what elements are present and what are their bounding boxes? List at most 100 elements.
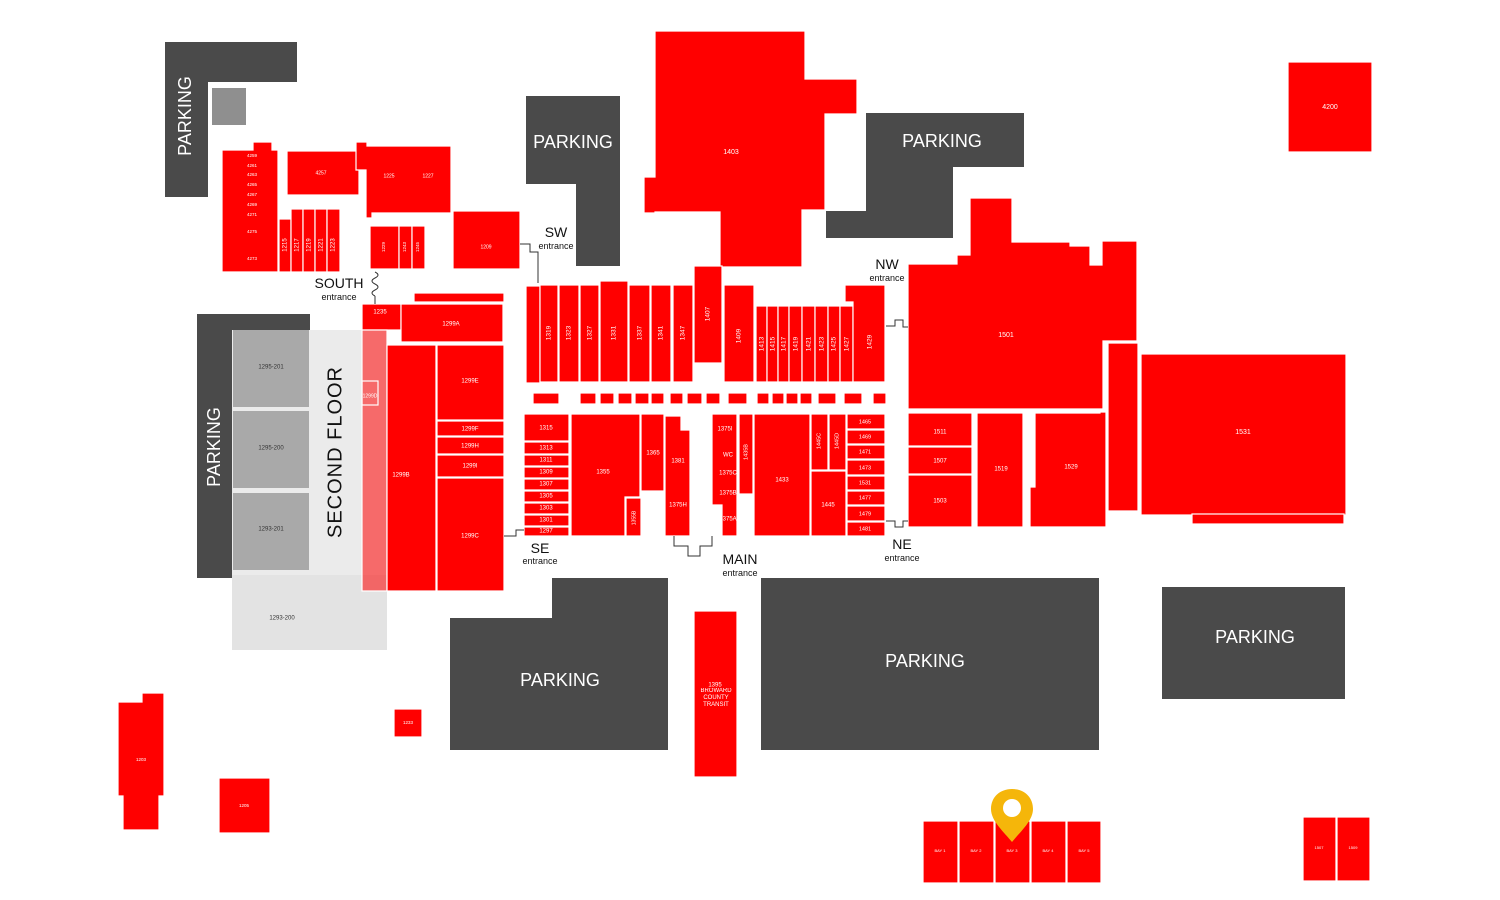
- unit-1471[interactable]: [846, 444, 886, 460]
- unit-second-floor-column[interactable]: [361, 329, 388, 592]
- kiosk[interactable]: [617, 392, 633, 405]
- unit-1501[interactable]: [907, 197, 1138, 410]
- unit-1245[interactable]: [411, 225, 426, 270]
- unit-1205[interactable]: [218, 777, 271, 834]
- unit-1299F[interactable]: [436, 420, 505, 437]
- unit-1299D[interactable]: [361, 380, 379, 406]
- unit-1503[interactable]: [907, 474, 973, 528]
- unit-4200[interactable]: [1287, 61, 1373, 153]
- kiosk[interactable]: [599, 392, 615, 405]
- unit-1507-outparcel[interactable]: [1302, 816, 1337, 882]
- unit-1355[interactable]: [570, 413, 641, 537]
- parking-lot-main[interactable]: [761, 578, 1099, 750]
- unit-1303[interactable]: [523, 502, 570, 515]
- unit-1509-outparcel[interactable]: [1336, 816, 1371, 882]
- kiosk[interactable]: [634, 392, 650, 405]
- unit-1429[interactable]: [844, 284, 886, 383]
- unit-1295-200[interactable]: [233, 411, 309, 488]
- unit-1299A[interactable]: [400, 303, 504, 343]
- parking-lot-sw-entrance[interactable]: [526, 96, 620, 266]
- unit-1375I-1375A[interactable]: [711, 413, 738, 537]
- unit-1477[interactable]: [846, 490, 886, 506]
- kiosk[interactable]: [686, 392, 703, 405]
- unit-1355B[interactable]: [625, 497, 642, 537]
- unit-1331[interactable]: [599, 280, 629, 383]
- unit-1309[interactable]: [523, 466, 570, 479]
- unit-1233[interactable]: [393, 708, 423, 738]
- unit-1337[interactable]: [628, 284, 651, 383]
- kiosk-row[interactable]: [532, 392, 560, 405]
- kiosk[interactable]: [771, 392, 785, 405]
- unit-1299I[interactable]: [436, 454, 505, 478]
- unit-1297[interactable]: [523, 526, 570, 537]
- parking-lot-east[interactable]: [1162, 587, 1345, 699]
- unit-1225-1227[interactable]: [355, 141, 452, 219]
- kiosk[interactable]: [579, 392, 597, 405]
- unit-1507[interactable]: [907, 446, 973, 475]
- location-pin-icon[interactable]: [991, 789, 1033, 842]
- unit-small-row[interactable]: [413, 292, 505, 303]
- kiosk[interactable]: [669, 392, 684, 405]
- unit-1403[interactable]: [643, 30, 858, 268]
- unit-1465[interactable]: [846, 413, 886, 430]
- unit-block-4259-4273[interactable]: [221, 141, 279, 273]
- unit-1381-1375H[interactable]: [664, 415, 691, 537]
- kiosk[interactable]: [705, 392, 721, 405]
- unit-1395[interactable]: [693, 610, 738, 778]
- unit-1407[interactable]: [693, 265, 723, 364]
- unit-1347[interactable]: [672, 284, 694, 383]
- kiosk[interactable]: [756, 392, 770, 405]
- unit-1341[interactable]: [650, 284, 672, 383]
- unit-1299B[interactable]: [386, 344, 437, 592]
- unit-1299H[interactable]: [436, 436, 505, 455]
- unit-1445[interactable]: [810, 470, 847, 537]
- unit-1299C[interactable]: [436, 477, 505, 592]
- kiosk[interactable]: [727, 392, 748, 405]
- kiosk[interactable]: [872, 392, 887, 405]
- unit-1323[interactable]: [558, 284, 580, 383]
- unit-1305[interactable]: [523, 490, 570, 503]
- unit-1511[interactable]: [907, 412, 973, 447]
- kiosk[interactable]: [817, 392, 837, 405]
- unit-1209[interactable]: [452, 210, 521, 270]
- parking-lot-south[interactable]: [450, 578, 668, 750]
- unit-small-stack[interactable]: [525, 285, 541, 384]
- unit-1299E[interactable]: [436, 344, 505, 421]
- unit-1481[interactable]: [846, 521, 886, 537]
- unit-1319[interactable]: [539, 284, 559, 383]
- unit-1203[interactable]: [117, 692, 165, 831]
- unit-1519[interactable]: [976, 412, 1024, 528]
- unit-1409[interactable]: [723, 284, 755, 383]
- unit-1501-ext[interactable]: [1107, 342, 1139, 512]
- unit-1313[interactable]: [523, 441, 570, 455]
- unit-1365[interactable]: [640, 413, 665, 492]
- kiosk[interactable]: [843, 392, 863, 405]
- unit-4257[interactable]: [286, 150, 360, 196]
- unit-1235[interactable]: [361, 303, 402, 331]
- unit-bay-1[interactable]: [922, 820, 959, 884]
- unit-1315[interactable]: [523, 413, 570, 442]
- unit-1327[interactable]: [579, 284, 600, 383]
- unit-1311[interactable]: [523, 454, 570, 467]
- unit-bay-5[interactable]: [1066, 820, 1102, 884]
- unit-1445C[interactable]: [810, 413, 829, 471]
- unit-bay-2[interactable]: [958, 820, 995, 884]
- unit-1435B[interactable]: [738, 413, 754, 495]
- unit-bay-4[interactable]: [1030, 820, 1067, 884]
- unit-1223[interactable]: [326, 208, 341, 273]
- unit-1469[interactable]: [846, 429, 886, 445]
- unit-1445D[interactable]: [828, 413, 847, 471]
- unit-1433[interactable]: [753, 413, 811, 537]
- parking-lot-nw-entrance[interactable]: [826, 113, 1024, 238]
- unit-1531-ext[interactable]: [1191, 513, 1345, 525]
- unit-1479[interactable]: [846, 505, 886, 522]
- kiosk[interactable]: [785, 392, 799, 405]
- unit-1473[interactable]: [846, 459, 886, 476]
- kiosk[interactable]: [799, 392, 813, 405]
- unit-1295-201[interactable]: [233, 330, 309, 407]
- parking-lot-northwest[interactable]: [165, 42, 297, 197]
- unit-1301[interactable]: [523, 514, 570, 527]
- unit-1293-201[interactable]: [233, 493, 309, 570]
- kiosk[interactable]: [650, 392, 665, 405]
- unit-1529[interactable]: [1029, 411, 1107, 528]
